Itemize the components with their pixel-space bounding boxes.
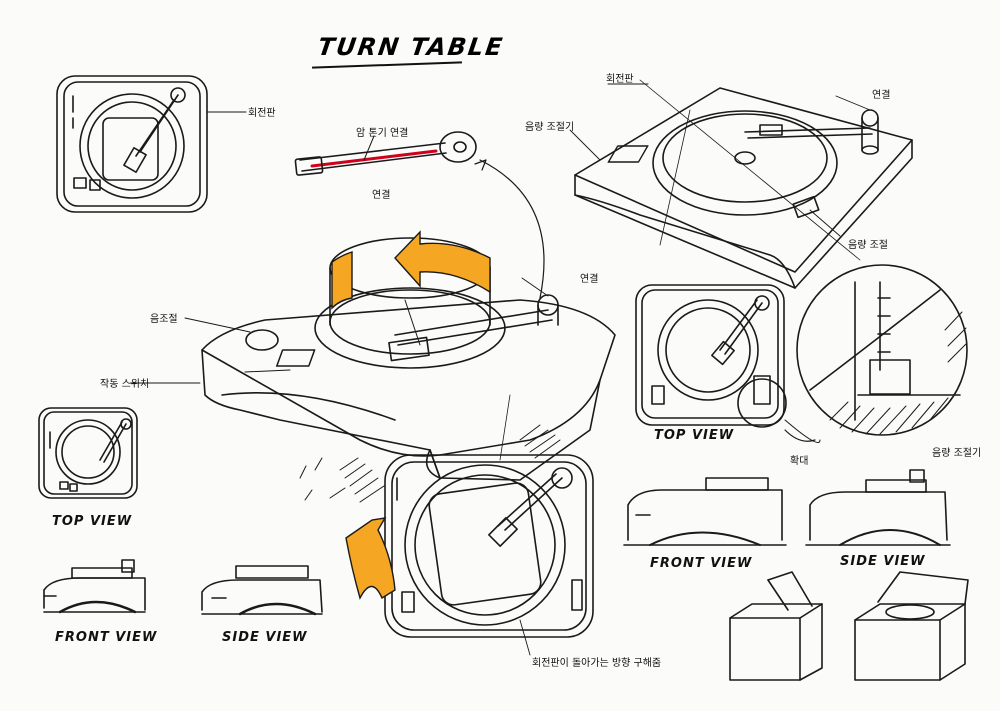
- note-arm-caption: 연결: [372, 190, 391, 201]
- label-top-view-left: TOP VIEW: [52, 514, 133, 529]
- tone-arm-detail: [294, 131, 477, 176]
- label-side-view-right: SIDE VIEW: [840, 554, 926, 569]
- open-box-sketch: [854, 571, 969, 681]
- note-arm-connection: 암 톤기 연결: [356, 128, 409, 139]
- label-front-view-left: FRONT VIEW: [55, 630, 158, 645]
- zoom-hatching: [829, 311, 967, 435]
- top-view-small-topleft: [56, 75, 247, 213]
- top-view-small-left: [38, 407, 138, 499]
- label-top-view-right: TOP VIEW: [654, 428, 735, 443]
- note-bottom: 회전판이 돌아가는 방향 구해줌: [532, 658, 662, 669]
- label-side-view-left: SIDE VIEW: [222, 630, 308, 645]
- label-front-view-right: FRONT VIEW: [650, 556, 753, 571]
- flow-arrow-top: [479, 159, 545, 299]
- top-view-right: [635, 284, 787, 428]
- note-detail: 확대: [790, 456, 809, 467]
- note-perspective-3: 연결: [872, 90, 891, 101]
- top-view-large-bottomcenter: [384, 454, 594, 638]
- note-perspective-1: 회전판: [606, 74, 634, 85]
- note-perspective-4: 음량 조절: [848, 240, 888, 251]
- perspective-view-topright: [574, 79, 913, 289]
- perspective-view-center: [201, 237, 616, 481]
- rotation-arrow-bottom: [345, 517, 396, 600]
- note-detail-2: 음량 조절기: [932, 448, 982, 459]
- flow-arrow-zoom: [784, 429, 816, 442]
- sheet-title: TURN TABLE: [316, 33, 506, 61]
- rotation-arrow-left: [331, 251, 353, 310]
- rotation-arrow-top: [394, 230, 491, 294]
- note-perspective-2: 음량 조절기: [525, 122, 575, 133]
- front-view-left: [43, 559, 146, 614]
- zoom-detail-circle: [784, 264, 968, 443]
- hatching-center: [299, 424, 561, 503]
- front-view-right: [623, 477, 787, 546]
- note-center-3: 작동 스위치: [100, 379, 150, 390]
- side-view-right: [805, 469, 951, 546]
- note-center-2: 음조절: [150, 314, 178, 325]
- side-view-left: [201, 565, 323, 616]
- note-center-1: 연결: [580, 274, 599, 285]
- closed-box-sketch: [729, 571, 823, 681]
- note-topleft-turntable: 회전판: [248, 108, 276, 119]
